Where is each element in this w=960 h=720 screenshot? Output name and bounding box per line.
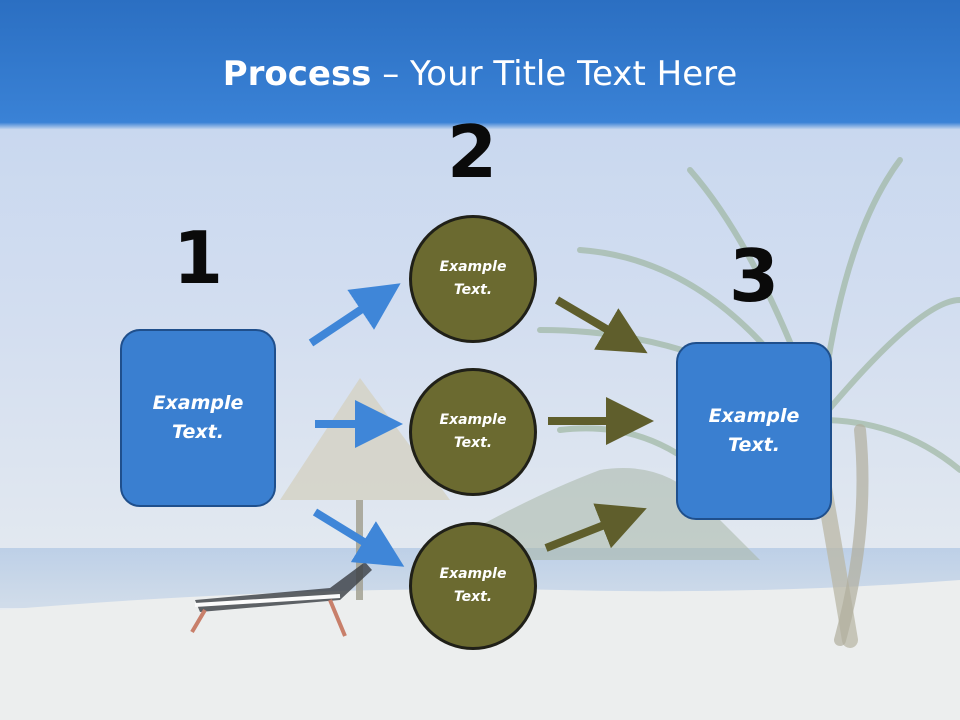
process-circle-top: Example Text. (409, 215, 537, 343)
circle-bottom-line1: Example (439, 566, 507, 582)
circle-top-line2: Text. (453, 282, 493, 298)
title-bold: Process (222, 54, 372, 94)
arrow-circle-top-to-box3 (554, 296, 648, 354)
process-box-right: Example Text. (676, 342, 832, 520)
arrow-circle-bottom-to-box3 (544, 503, 647, 552)
circle-middle-line1: Example (439, 412, 507, 428)
process-box-left: Example Text. (120, 329, 276, 507)
title-rest: – Your Title Text Here (371, 54, 738, 94)
step-number-2: 2 (446, 110, 498, 194)
circle-bottom-line2: Text. (453, 589, 493, 605)
slide-title: Process – Your Title Text Here (0, 52, 960, 96)
process-circle-middle: Example Text. (409, 368, 537, 496)
box-left-line1: Example (152, 392, 244, 414)
circle-middle-line2: Text. (453, 435, 493, 451)
process-circle-bottom: Example Text. (409, 522, 537, 650)
step-number-3: 3 (728, 234, 780, 318)
arrow-box1-to-circle-bottom (312, 508, 405, 567)
step-number-1: 1 (172, 216, 224, 300)
arrow-box1-to-circle-top (308, 283, 401, 347)
circle-top-line1: Example (439, 259, 507, 275)
box-right-line2: Text. (728, 434, 780, 456)
box-left-line2: Text. (172, 421, 224, 443)
box-right-line1: Example (708, 405, 800, 427)
